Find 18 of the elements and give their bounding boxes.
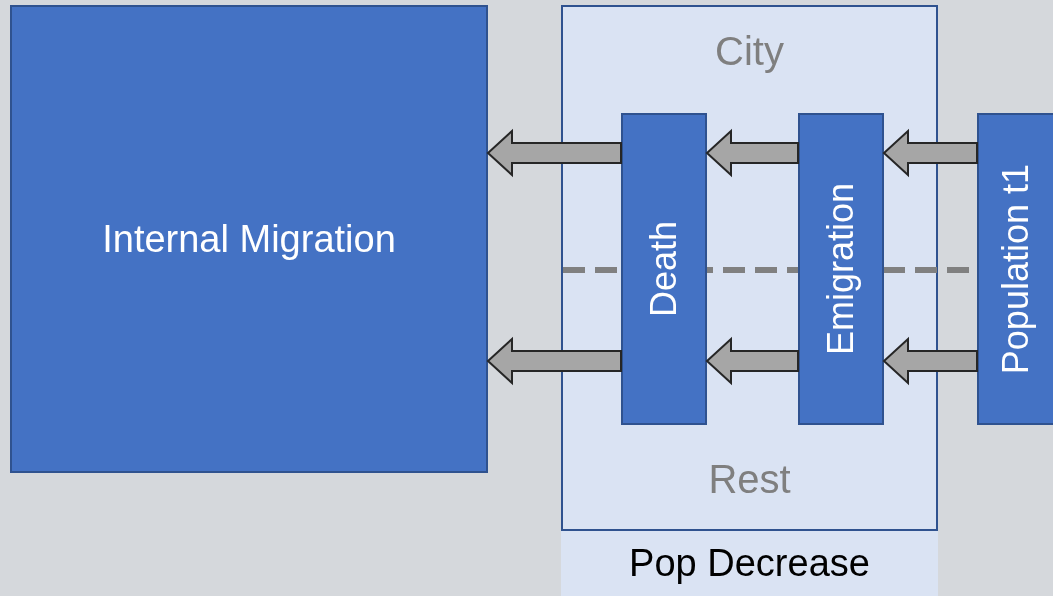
- block-arrow: [705, 336, 799, 386]
- region-label: Rest: [707, 457, 792, 502]
- block-arrow: [705, 128, 799, 178]
- box-label: Internal Migration: [102, 217, 396, 261]
- block-arrow: [882, 128, 978, 178]
- block-arrow: [486, 128, 622, 178]
- block-arrow: [486, 336, 622, 386]
- box-label: Death: [643, 220, 685, 318]
- process-box: [10, 5, 488, 473]
- box-label: Emigration: [820, 182, 862, 356]
- block-arrow: [882, 336, 978, 386]
- process-box: [798, 113, 884, 425]
- region-label: City: [714, 29, 785, 74]
- summary-band: [561, 529, 938, 596]
- band-label: Pop Decrease: [629, 542, 870, 585]
- process-box: [621, 113, 707, 425]
- box-label: Population t1: [995, 163, 1037, 375]
- process-box: [977, 113, 1053, 425]
